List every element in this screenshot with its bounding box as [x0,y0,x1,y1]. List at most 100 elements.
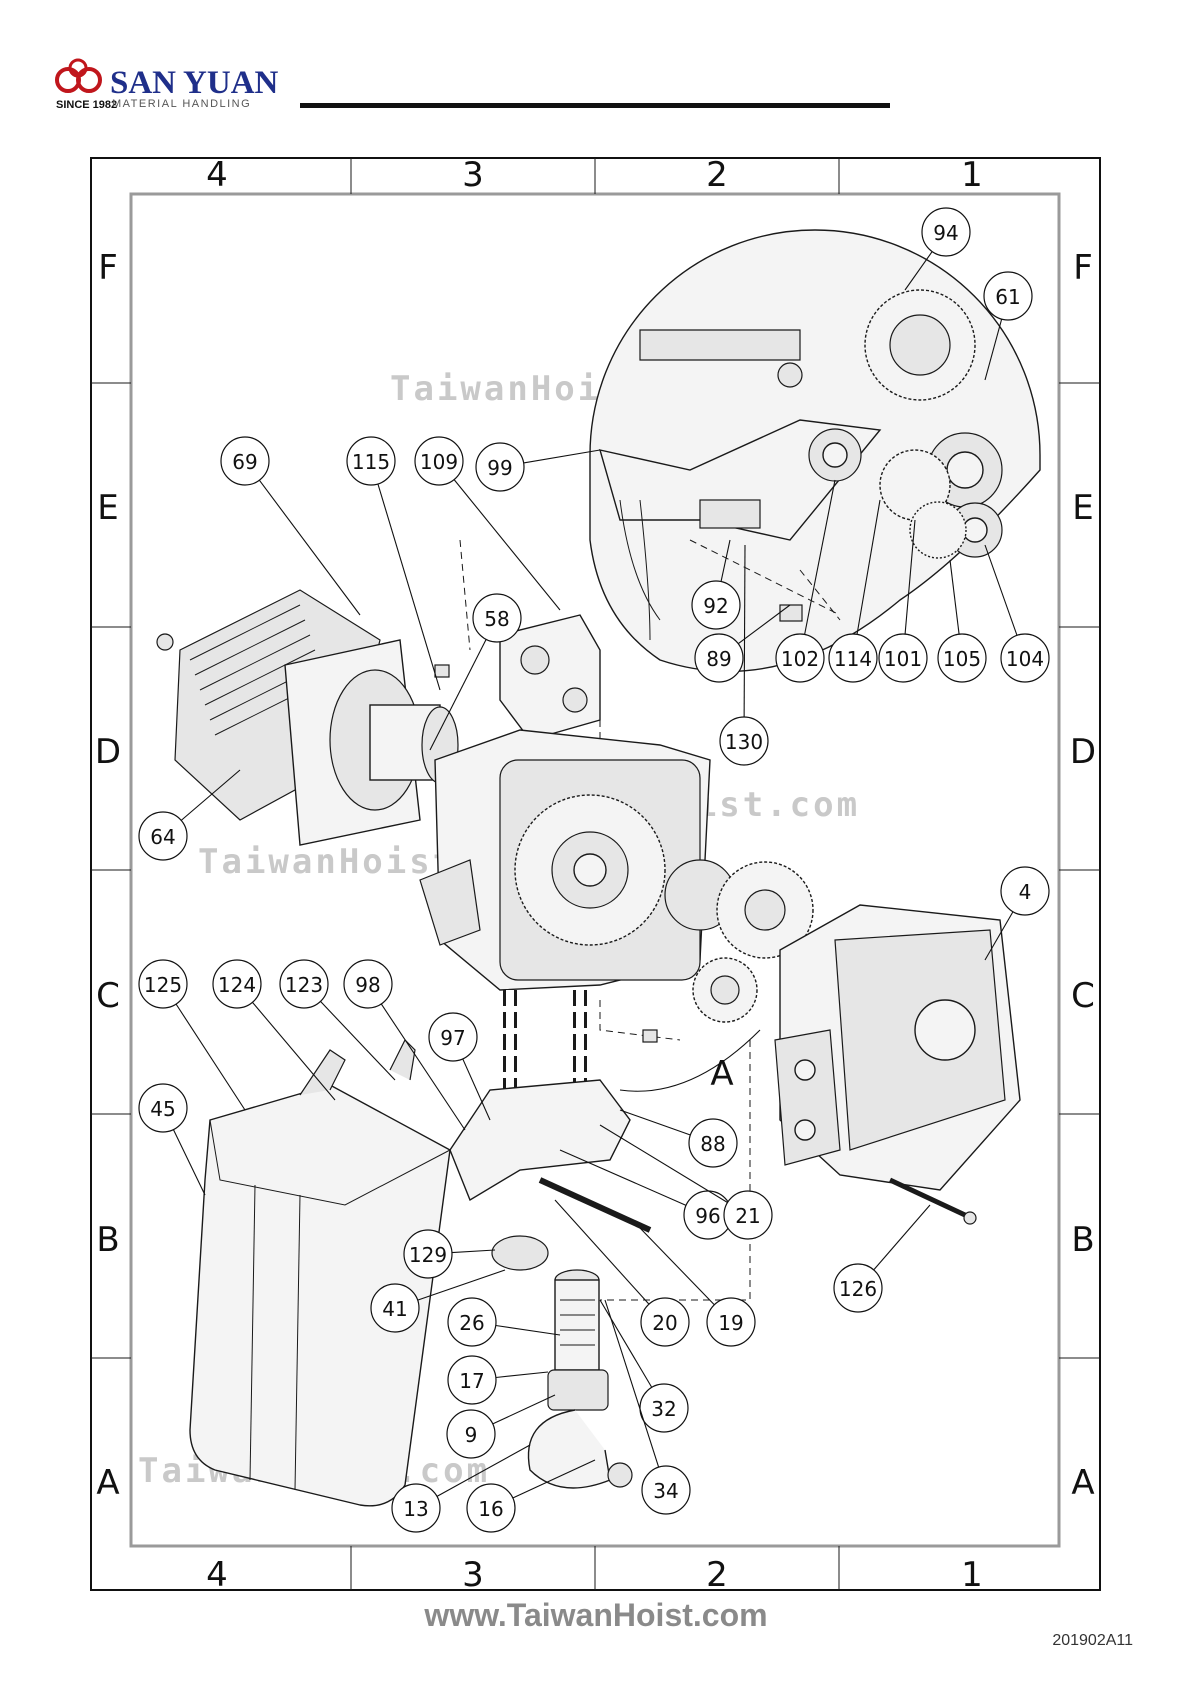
header-rule [300,103,890,108]
part-number-label: 104 [1006,647,1044,671]
chain-stopper [492,1236,548,1270]
detail-view-a [590,230,1040,671]
zone-col-label: 1 [961,155,983,195]
part-number-label: 96 [695,1204,720,1228]
zone-row-label: D [1070,732,1096,772]
zone-row-label: C [96,976,120,1016]
part-number-label: 58 [484,607,509,631]
part-balloon: 69 [221,437,269,485]
part-balloon: 13 [392,1484,440,1532]
balloon-leader-line [430,639,486,750]
part-balloon: 109 [415,437,463,485]
zone-col-label: 4 [206,155,228,195]
part-number-label: 13 [403,1497,428,1521]
brand-tagline: MATERIAL HANDLING [112,98,251,110]
since-year: SINCE 1982 [56,99,117,111]
part-number-label: 9 [465,1423,478,1447]
balloon-leader-line [176,1004,245,1110]
balloon-leader-line [874,1205,930,1270]
part-number-label: 97 [440,1026,465,1050]
part-balloon: 129 [404,1230,452,1278]
part-number-label: 109 [420,450,458,474]
zone-row-label: F [98,248,118,288]
end-cover [775,905,1020,1190]
part-balloon: 94 [922,208,970,256]
zone-col-label: 4 [206,1555,228,1595]
zone-row-label: F [1073,248,1093,288]
motor-assembly [157,590,458,845]
balloon-leader-line [173,1130,205,1195]
part-number-label: 19 [718,1311,743,1335]
part-balloon: 4 [1001,867,1049,915]
part-number-label: 20 [652,1311,677,1335]
part-balloon: 104 [1001,634,1049,682]
gear-housing [420,730,813,1022]
part-number-label: 88 [700,1132,725,1156]
part-balloon: 58 [473,594,521,642]
part-balloon: 19 [707,1298,755,1346]
footer-website: www.TaiwanHoist.com [423,1597,767,1633]
part-number-label: 101 [884,647,922,671]
part-balloon: 61 [984,272,1032,320]
zone-col-label: 3 [462,1555,484,1595]
part-balloon: 41 [371,1284,419,1332]
part-number-label: 89 [706,647,731,671]
part-number-label: 17 [459,1369,484,1393]
part-number-label: 16 [478,1497,503,1521]
zone-row-label: D [95,732,121,772]
part-balloon: 88 [689,1119,737,1167]
part-balloon: 26 [448,1298,496,1346]
part-balloon: 20 [641,1298,689,1346]
part-balloon: 97 [429,1013,477,1061]
part-balloon: 123 [280,960,328,1008]
balloon-leader-line [452,1250,495,1253]
balloon-leader-line [493,1395,555,1424]
zone-row-label: E [1072,488,1093,528]
part-number-label: 4 [1019,880,1032,904]
part-balloon: 17 [448,1356,496,1404]
balloon-leader-line [640,1228,714,1305]
balloon-leader-line [985,545,1017,635]
balloon-leader-line [950,560,959,634]
part-number-label: 130 [725,730,763,754]
part-number-label: 92 [703,594,728,618]
part-number-label: 124 [218,973,256,997]
part-balloon: 9 [447,1410,495,1458]
zone-row-label: A [96,1463,119,1503]
zone-row-label: B [1071,1220,1094,1260]
part-number-label: 32 [651,1397,676,1421]
part-number-label: 126 [839,1277,877,1301]
balloon-leader-line [496,1372,548,1377]
zone-col-label: 2 [706,1555,728,1595]
zone-rows-left: F E D C B A [95,248,121,1503]
part-balloon: 92 [692,581,740,629]
part-balloon: 34 [642,1466,690,1514]
zone-col-label: 3 [462,155,484,195]
balloon-leader-line [252,1002,335,1100]
part-balloon: 99 [476,443,524,491]
balloon-leader-line [454,480,560,610]
brand-name: SAN YUAN [110,65,279,101]
zone-row-label: A [1071,1463,1094,1503]
detail-label: A [710,1054,733,1094]
part-balloon: 124 [213,960,261,1008]
zone-col-label: 1 [961,1555,983,1595]
part-balloon: 16 [467,1484,515,1532]
part-number-label: 61 [995,285,1020,309]
part-number-label: 26 [459,1311,484,1335]
balloon-leader-line [259,480,360,615]
zone-row-label: B [96,1220,119,1260]
san-yuan-logo: SAN YUAN SINCE 1982 MATERIAL HANDLING [56,60,279,111]
balloon-leader-line [524,450,600,463]
part-balloon: 102 [776,634,824,682]
part-number-label: 114 [834,647,872,671]
zone-rows-right: F E D C B A [1070,248,1096,1503]
balloon-leader-line [496,1326,560,1335]
part-number-label: 115 [352,450,390,474]
part-balloon: 89 [695,634,743,682]
part-balloon: 125 [139,960,187,1008]
part-number-label: 34 [653,1479,678,1503]
part-number-label: 129 [409,1243,447,1267]
zone-col-label: 2 [706,155,728,195]
part-balloon: 114 [829,634,877,682]
